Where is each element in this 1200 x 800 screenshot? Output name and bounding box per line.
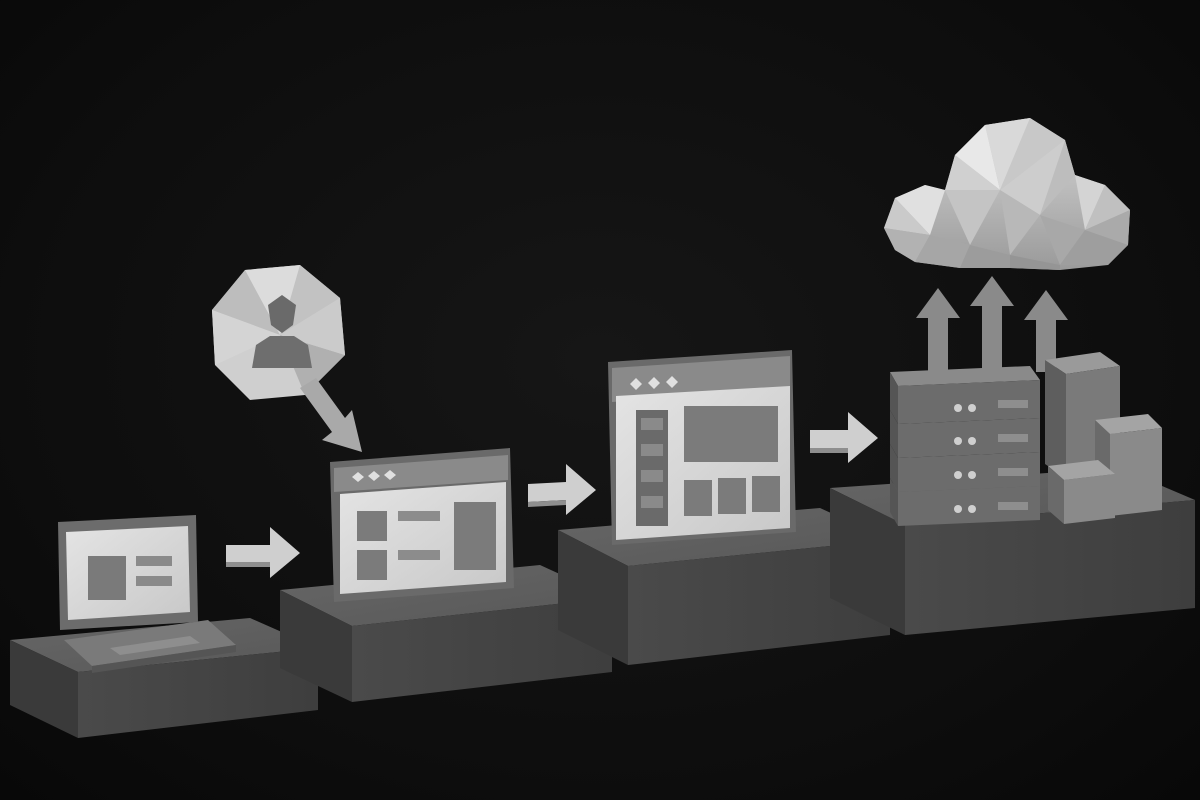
dashboard-window-icon [608,350,796,545]
arrow-laptop-to-web-app [226,527,300,578]
upload-arrows-icon [916,276,1068,376]
arrow-web-app-to-dashboard [528,464,596,515]
server-unit [890,478,1040,526]
platform-web-app [280,565,612,702]
browser-window-icon [330,448,514,602]
laptop-icon [58,515,236,673]
user-badge-icon [212,265,362,452]
user-icon [252,295,312,368]
server-unit [890,366,1040,424]
arrow-dashboard-to-data-center [810,412,878,463]
server-unit [890,410,1040,458]
cloud-icon [884,118,1130,270]
server-unit [890,444,1040,492]
building-blocks-icon [1045,352,1162,524]
server-rack-icon [890,366,1040,526]
